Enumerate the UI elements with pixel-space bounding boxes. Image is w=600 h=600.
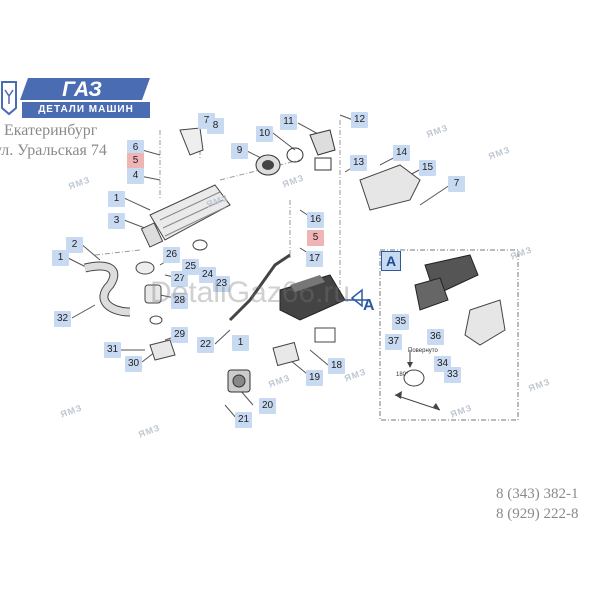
callout: 1 [108,191,125,207]
callout: 24 [199,267,216,283]
gaz-brand-text: ГАЗ [62,78,102,100]
address-city: Екатеринбург [4,122,98,139]
callout: 1 [232,335,249,351]
callout: 19 [306,370,323,386]
callout: 12 [351,112,368,128]
callout: 11 [280,114,297,130]
callout: 20 [259,398,276,414]
callout: 1 [52,250,69,266]
callout: 18 [328,358,345,374]
egr-valve-body [279,274,346,321]
callout: 13 [350,155,367,171]
watermark: DetaliGaz66.ru [150,276,351,309]
gaz-brand-bar: ГАЗ [20,78,150,101]
view-note-rotated: Повернуто [408,348,438,354]
address-street: ул. Уральская 74 [0,142,107,159]
egr-cooler [140,184,231,248]
callout: 5 [307,230,324,246]
view-a-frame [379,249,519,421]
callout: 28 [171,293,188,309]
view-a-arrow-label: A [363,297,375,314]
callout: 23 [213,276,230,292]
actuator [227,369,251,393]
callout: 10 [256,126,273,142]
callout: 17 [306,251,323,267]
callout: 32 [54,311,71,327]
callout: 37 [385,334,402,350]
callout: 14 [393,145,410,161]
callout: 8 [207,118,224,134]
rotation-indicator-icon [403,369,425,387]
callout: 2 [66,237,83,253]
callout: 26 [163,247,180,263]
callout: 7 [448,176,465,192]
view-a-badge: A [381,251,401,271]
phone-1: 8 (343) 382-1 [496,486,579,502]
callout: 25 [182,259,199,275]
exhaust-pipe [83,261,155,317]
callout: 33 [444,367,461,383]
callout: 9 [231,143,248,159]
callout: 6 [127,140,144,156]
callout: 31 [104,342,121,358]
callout: 21 [235,412,252,428]
callout: 16 [307,212,324,228]
callout: 30 [125,356,142,372]
callout: 35 [392,314,409,330]
callout: 27 [171,271,188,287]
callout: 15 [419,160,436,176]
callout: 29 [171,327,188,343]
gaz-logo: ГАЗ ДЕТАЛИ МАШИН [0,78,150,124]
phone-2: 8 (929) 222-8 [496,506,579,522]
callout: 5 [127,153,144,169]
view-note-angle: 180° [396,372,409,378]
callout: 22 [197,337,214,353]
callout: 36 [427,329,444,345]
view-a-assembly [394,254,506,411]
gaz-deer-icon [1,81,17,116]
callout: 4 [127,168,144,184]
gaz-subtitle: ДЕТАЛИ МАШИН [22,102,150,118]
callout: 3 [108,213,125,229]
